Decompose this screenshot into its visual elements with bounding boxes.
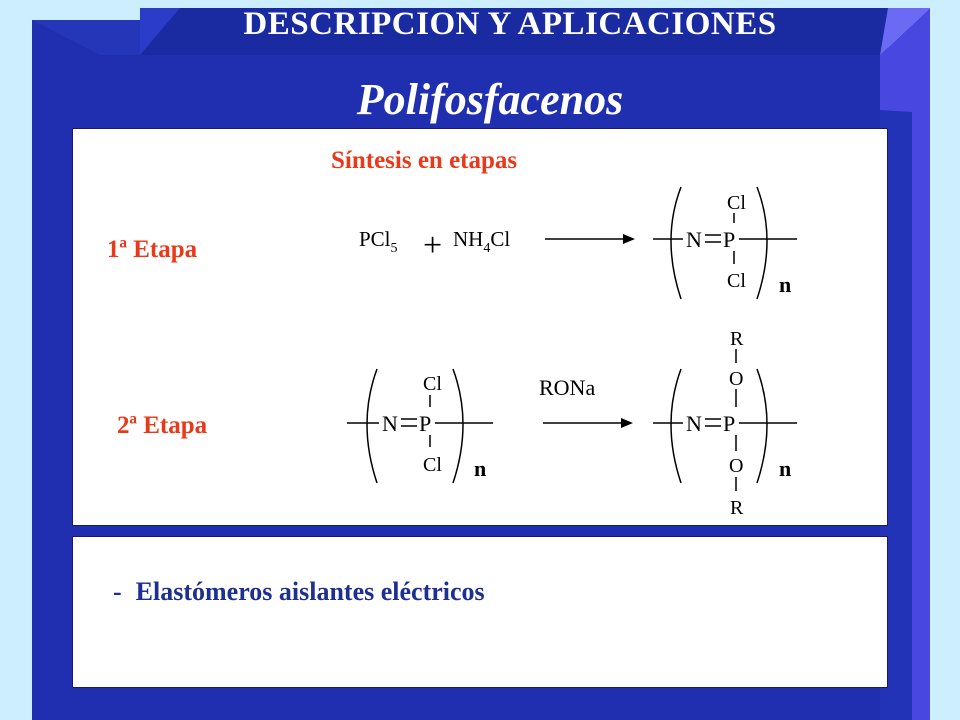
atom-p: P <box>419 411 431 436</box>
atom-p: P <box>723 411 735 436</box>
left-bracket <box>670 186 682 300</box>
repeat-n: n <box>474 456 486 481</box>
stage1-product: N P Cl Cl n <box>653 186 797 300</box>
application-text: Elastómeros aislantes eléctricos <box>135 577 485 606</box>
atom-cl-bottom: Cl <box>423 454 442 476</box>
atom-o-bottom: O <box>729 455 743 477</box>
atom-r-bottom: R <box>730 497 744 519</box>
header-title: DESCRIPCION Y APLICACIONES <box>243 6 777 42</box>
arrow-head-1 <box>623 234 635 244</box>
atom-cl-top: Cl <box>423 373 442 395</box>
application-item: -Elastómeros aislantes eléctricos <box>113 577 485 607</box>
atom-cl-bottom: Cl <box>727 270 746 292</box>
atom-r-top: R <box>730 328 744 350</box>
reaction-scheme: PCl5 + NH4Cl N P <box>347 186 797 519</box>
right-bracket <box>452 368 464 484</box>
atom-n: N <box>686 227 702 252</box>
reactant-nh4cl: NH4Cl <box>453 227 510 256</box>
right-bracket <box>756 368 768 484</box>
stage1-reaction: PCl5 + NH4Cl N P <box>359 186 797 300</box>
stage2-label: 2ª Etapa <box>117 412 208 439</box>
atom-n: N <box>686 411 702 436</box>
left-bracket <box>670 368 682 484</box>
stage2-product: N P R O O R n <box>653 328 797 519</box>
stage2-reaction: N P Cl Cl n RONa <box>347 328 797 519</box>
main-title: Polifosfacenos <box>356 75 624 124</box>
reactant-pcl5: PCl5 <box>359 227 398 256</box>
arrow-head-2 <box>621 418 633 428</box>
repeat-n: n <box>779 272 791 297</box>
repeat-n: n <box>779 456 791 481</box>
reagent-rona: RONa <box>539 375 595 400</box>
atom-o-top: O <box>729 368 743 390</box>
right-bracket <box>756 186 768 300</box>
atom-n: N <box>382 411 398 436</box>
left-bracket <box>366 368 378 484</box>
bullet-dash: - <box>113 577 122 606</box>
stage2-reactant: N P Cl Cl n <box>347 368 493 484</box>
synthesis-title: Síntesis en etapas <box>331 147 518 174</box>
atom-cl-top: Cl <box>727 192 746 214</box>
stage1-label: 1ª Etapa <box>107 236 198 263</box>
plus-sign: + <box>423 227 442 264</box>
synthesis-panel: Síntesis en etapas 1ª Etapa 2ª Etapa PCl… <box>72 128 888 526</box>
applications-panel: -Elastómeros aislantes eléctricos <box>72 536 888 688</box>
atom-p: P <box>723 227 735 252</box>
